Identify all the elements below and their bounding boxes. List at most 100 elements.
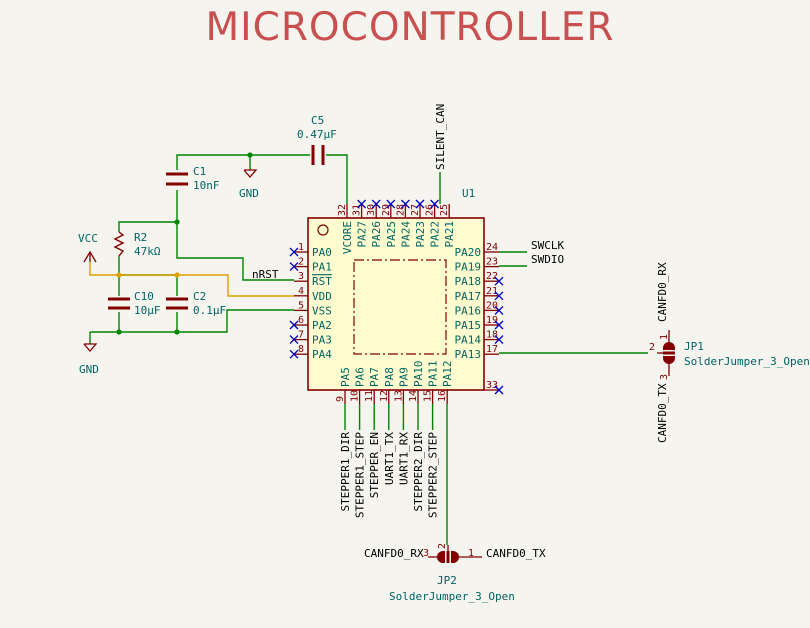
c1-capacitor xyxy=(166,172,188,186)
net-bottom-2: STEPPER_EN xyxy=(368,432,381,498)
net-swclk: SWCLK xyxy=(531,239,564,252)
no-connect-28 xyxy=(400,199,410,209)
u1-pin-num-18: 18 xyxy=(486,330,498,341)
u1-pin1-marker xyxy=(317,224,329,236)
no-connect-33 xyxy=(494,385,504,395)
u1-pin-num-8: 8 xyxy=(298,344,304,355)
u1-pin-num-25: 25 xyxy=(439,204,450,216)
r2-value: 47kΩ xyxy=(134,245,161,258)
u1-pin-num-29: 29 xyxy=(381,204,392,216)
c5-capacitor xyxy=(311,145,325,165)
u1-pin-num-5: 5 xyxy=(298,300,304,311)
net-bottom-0: STEPPER1_DIR xyxy=(339,432,352,512)
u1-pin-name-32: VCORE xyxy=(341,221,354,254)
c10-ref: C10 xyxy=(134,290,154,303)
u1-pin-name-13: PA9 xyxy=(397,367,410,387)
vcc-label: VCC xyxy=(78,232,98,245)
u1-pin-name-25: PA21 xyxy=(443,221,456,248)
u1-body xyxy=(307,217,485,391)
u1-pin-num-7: 7 xyxy=(298,330,304,341)
r2-ref: R2 xyxy=(134,231,147,244)
net-bottom-5: STEPPER2_DIR xyxy=(412,432,425,512)
no-connect-19 xyxy=(494,320,504,330)
no-connect-21 xyxy=(494,291,504,301)
u1-pin-num-19: 19 xyxy=(486,315,498,326)
net-silent-can: SILENT_CAN xyxy=(434,104,447,170)
u1-pin-num-14: 14 xyxy=(408,390,419,402)
jp1-pin3: 3 xyxy=(659,374,670,380)
junction-r2 xyxy=(174,219,180,225)
u1-pin-num-13: 13 xyxy=(393,390,404,402)
u1-pin-name-16: PA12 xyxy=(441,361,454,388)
u1-pin-num-23: 23 xyxy=(486,257,498,268)
u1-pin-name-10: PA6 xyxy=(354,367,367,387)
c10-value: 10µF xyxy=(134,304,161,317)
c2-capacitor xyxy=(166,297,188,310)
jp2-value: SolderJumper_3_Open xyxy=(389,590,515,603)
wire-c1-c5 xyxy=(176,154,310,170)
u1-pin-num-10: 10 xyxy=(350,390,361,402)
no-connect-18 xyxy=(494,335,504,345)
gnd-top-symbol xyxy=(243,169,258,178)
wire-r2-top xyxy=(118,221,177,232)
u1-pin-num-30: 30 xyxy=(366,204,377,216)
no-connect-29 xyxy=(386,199,396,209)
junction-vcc-c10 xyxy=(116,272,122,278)
jp1-value: SolderJumper_3_Open xyxy=(684,355,810,368)
jp1-pad-bottom xyxy=(663,356,675,364)
u1-pin-num-6: 6 xyxy=(298,315,304,326)
jp1-pin1: 1 xyxy=(659,334,670,340)
u1-pin-num-21: 21 xyxy=(486,286,498,297)
net-bottom-1: STEPPER1_STEP xyxy=(354,432,367,518)
u1-pin-num-17: 17 xyxy=(486,344,498,355)
u1-pin-name-3: RST xyxy=(312,275,332,288)
u1-pin-name-2: PA1 xyxy=(312,261,332,274)
wire-caps-bottom xyxy=(90,309,294,333)
u1-pin-name-14: PA10 xyxy=(412,361,425,388)
u1-pin-name-5: VSS xyxy=(312,304,332,317)
u1-pin-name-1: PA0 xyxy=(312,246,332,259)
u1-pin-num-26: 26 xyxy=(425,204,436,216)
jp1-pad-top xyxy=(663,342,675,350)
u1-pin-name-17: PA13 xyxy=(455,348,482,361)
jp1-ref: JP1 xyxy=(684,340,704,353)
u1-pin-num-22: 22 xyxy=(486,271,498,282)
u1-pin-name-18: PA14 xyxy=(455,334,482,347)
u1-pin-name-15: PA11 xyxy=(427,361,440,388)
u1-pin-num-1: 1 xyxy=(298,242,304,253)
u1-pin-name-19: PA15 xyxy=(455,319,482,332)
no-connect-1 xyxy=(289,247,299,257)
u1-pin-name-29: PA25 xyxy=(385,221,398,248)
jp2-pad-mid xyxy=(446,551,450,563)
u1-pin-num-33: 33 xyxy=(486,380,498,391)
junction-gnd-top xyxy=(247,152,253,158)
no-connect-27 xyxy=(415,199,425,209)
u1-pin-num-12: 12 xyxy=(379,390,390,402)
jp2-pad-right xyxy=(451,551,459,563)
u1-pin-name-6: PA2 xyxy=(312,319,332,332)
u1-pin-num-3: 3 xyxy=(298,271,304,282)
u1-pin-num-31: 31 xyxy=(352,204,363,216)
u1-pin-num-27: 27 xyxy=(410,204,421,216)
c5-value: 0.47µF xyxy=(297,128,337,141)
u1-pin-name-4: VDD xyxy=(312,290,332,303)
jp2-pin3: 3 xyxy=(423,548,429,559)
no-connect-6 xyxy=(289,320,299,330)
net-jp1-bottom: CANFD0_TX xyxy=(656,383,669,443)
no-connect-22 xyxy=(494,276,504,286)
u1-pin-name-26: PA22 xyxy=(429,221,442,248)
u1-pin-num-4: 4 xyxy=(298,286,304,297)
u1-pin-name-7: PA3 xyxy=(312,334,332,347)
u1-pin-name-11: PA7 xyxy=(368,367,381,387)
u1-pin-num-24: 24 xyxy=(486,242,498,253)
u1-pin-name-8: PA4 xyxy=(312,348,332,361)
c10-capacitor xyxy=(108,297,130,310)
r2-resistor xyxy=(113,231,125,257)
net-jp2-right: CANFD0_TX xyxy=(486,547,546,560)
bottom-net-stubs xyxy=(344,404,434,430)
net-bottom-3: UART1_TX xyxy=(383,432,396,485)
u1-pin-name-21: PA17 xyxy=(455,290,482,303)
net-jp1-top: CANFD0_RX xyxy=(656,262,669,322)
